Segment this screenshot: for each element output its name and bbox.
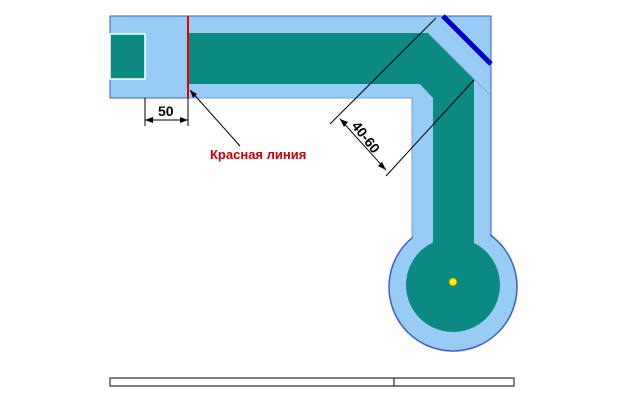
left-inner-block (109, 33, 146, 80)
red-line-leader (189, 89, 241, 147)
diagonal-dimension-label: 40-60 (349, 118, 384, 156)
bend-guide (427, 32, 492, 97)
left-gap (145, 16, 188, 98)
title-strip (109, 377, 515, 387)
red-line-label: Красная линия (210, 147, 306, 162)
width-dimension-label: 50 (158, 103, 174, 119)
red-line-leader-arrow (190, 90, 197, 98)
center-point (448, 277, 458, 287)
blue-diagonal-line (441, 14, 493, 66)
width-dimension: 50 (144, 98, 189, 126)
inner-path (188, 33, 474, 247)
